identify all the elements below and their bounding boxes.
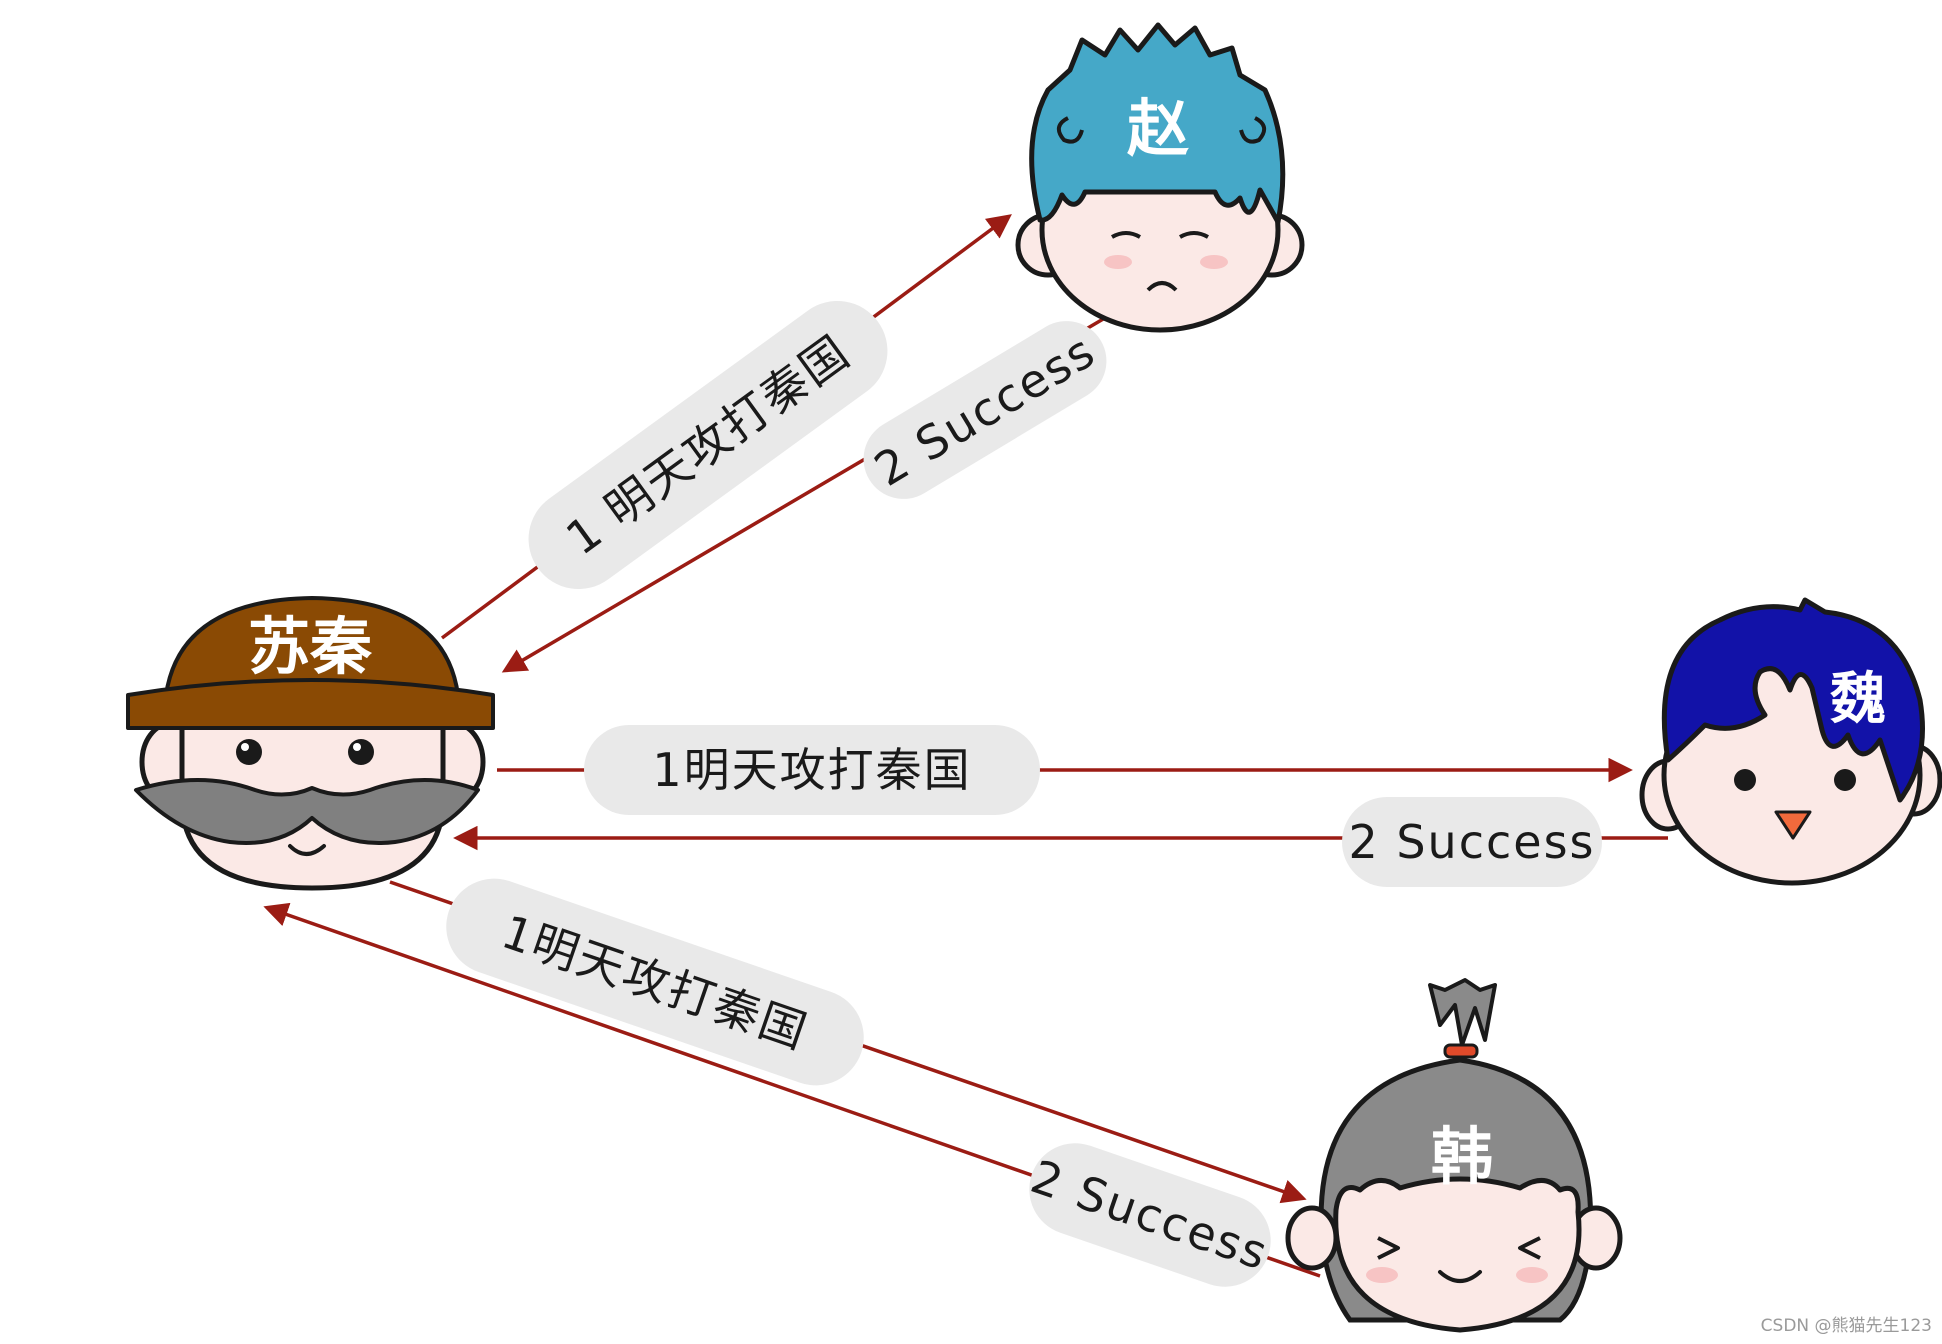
blush-left xyxy=(1104,255,1132,269)
blush-right xyxy=(1516,1267,1548,1283)
eye-left xyxy=(1734,769,1756,791)
label-pill xyxy=(446,878,864,1086)
hair-tie xyxy=(1443,1043,1479,1059)
hat-crown xyxy=(163,595,461,697)
hair-curl-right xyxy=(1239,116,1267,144)
eye-right xyxy=(348,739,374,765)
hat-brim xyxy=(126,678,495,730)
label-pill xyxy=(1029,1143,1271,1287)
watermark: CSDN @熊猫先生123 xyxy=(1760,1316,1932,1336)
label-pill xyxy=(528,300,888,590)
name-su-qin: 苏秦 xyxy=(248,610,373,683)
hair-curl-left xyxy=(1056,116,1084,144)
smile xyxy=(288,844,326,856)
label-pill xyxy=(863,321,1107,499)
eye-glint xyxy=(353,743,361,751)
message-zhao-request: 1 明天攻打秦国 xyxy=(528,300,888,590)
eye-right xyxy=(1834,769,1856,791)
message-zhao-reply: 2 Success xyxy=(863,321,1107,499)
hair-topknot xyxy=(1428,978,1497,1047)
message-text: 1明天攻打秦国 xyxy=(652,743,971,797)
label-pill xyxy=(1342,797,1602,887)
face xyxy=(1333,1176,1582,1333)
frown xyxy=(1146,281,1178,292)
ear-left xyxy=(1285,1205,1339,1271)
moustache xyxy=(134,778,480,845)
message-han-request: 1明天攻打秦国 xyxy=(446,878,864,1086)
name-wei: 魏 xyxy=(1830,667,1886,732)
character-wei: 魏 xyxy=(1639,597,1942,886)
eye-right-closed xyxy=(1179,231,1209,239)
name-han: 韩 xyxy=(1431,1120,1493,1193)
mouth xyxy=(1774,810,1812,840)
eye-right-squint xyxy=(1518,1236,1541,1260)
character-su-qin: 苏秦 xyxy=(126,595,495,891)
label-pill xyxy=(584,725,1040,815)
hair xyxy=(1661,597,1925,803)
character-zhao: 赵 xyxy=(1015,22,1305,333)
name-zhao: 赵 xyxy=(1127,92,1189,165)
eye-left-squint xyxy=(1377,1236,1400,1260)
message-wei-request: 1明天攻打秦国 xyxy=(584,725,1040,815)
smile xyxy=(1438,1270,1482,1283)
eye-left-closed xyxy=(1111,231,1141,239)
message-wei-reply: 2 Success xyxy=(1342,797,1602,887)
eye-glint xyxy=(241,743,249,751)
character-han: 韩 xyxy=(1285,978,1623,1333)
blush-right xyxy=(1200,255,1228,269)
message-text: 1 明天攻打秦国 xyxy=(556,324,859,565)
hair xyxy=(1029,22,1286,225)
message-text: 2 Success xyxy=(1348,815,1595,869)
blush-left xyxy=(1366,1267,1398,1283)
message-han-reply: 2 Success xyxy=(1024,1143,1276,1287)
message-text: 2 Success xyxy=(865,323,1105,497)
eye-left xyxy=(236,739,262,765)
